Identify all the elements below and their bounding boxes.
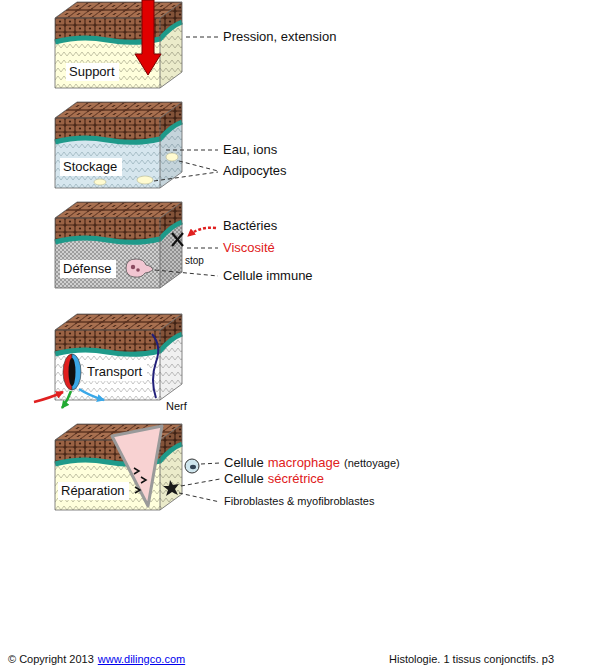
function-name: Réparation <box>61 483 125 498</box>
function-name: Stockage <box>63 159 117 174</box>
function-annotation: (nettoyage) <box>344 457 400 470</box>
nerve <box>152 334 158 398</box>
leader-lines <box>179 463 220 502</box>
repair-block <box>55 424 182 510</box>
function-annotation: Bactéries <box>223 218 277 233</box>
function-annotation: Eau, ions <box>223 142 277 157</box>
function-annotation: Cellule immune <box>223 268 313 283</box>
leader-lines <box>155 248 218 276</box>
copyright-note: © Copyright 2013 <box>8 653 94 666</box>
stop-note: stop <box>185 255 204 267</box>
function-label-box: Transport <box>84 363 147 381</box>
secretory-cell <box>163 480 179 496</box>
stop-cross <box>172 233 183 246</box>
function-annotation: sécrétrice <box>268 471 324 486</box>
part-label: Nerf <box>166 400 187 413</box>
function-label-box: Support <box>66 63 119 81</box>
function-name: Défense <box>63 261 111 276</box>
function-annotation: Pression, extension <box>223 29 336 44</box>
function-annotation: Viscosité <box>223 240 275 255</box>
function-name: Support <box>69 64 115 79</box>
transport-block <box>55 314 182 400</box>
function-annotation: Fibroblastes & myofibroblastes <box>224 495 374 508</box>
immune-cell <box>126 259 153 277</box>
pressure-arrow <box>135 0 161 75</box>
function-label-box: Défense <box>60 260 116 278</box>
bacteria-arrow <box>188 228 216 236</box>
website-link: www.dilingco.com <box>98 653 185 666</box>
support-block <box>55 2 182 88</box>
function-annotation: Adipocytes <box>223 163 287 178</box>
page-reference: Histologie. 1 tissus conjonctifs. p3 <box>389 653 554 666</box>
function-annotation: Cellule <box>224 471 264 486</box>
function-annotation: Cellule <box>224 455 264 470</box>
defense-block <box>55 202 182 288</box>
storage-block <box>55 102 182 188</box>
function-label-box: Stockage <box>60 158 122 176</box>
leader-lines <box>154 150 218 181</box>
function-name: Transport <box>87 364 142 379</box>
leader-line <box>186 37 218 38</box>
macrophage-cell <box>185 459 199 473</box>
function-annotation: macrophage <box>268 455 340 470</box>
function-label-box: Réparation <box>58 482 129 500</box>
